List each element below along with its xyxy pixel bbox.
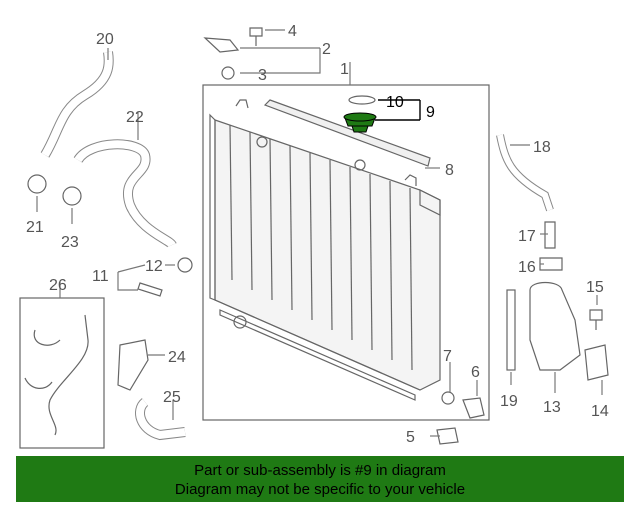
callout-21: 21 xyxy=(26,219,44,236)
callout-2: 2 xyxy=(322,41,331,58)
part-15-bolt xyxy=(589,309,603,330)
callout-26: 26 xyxy=(49,277,67,294)
callout-20: 20 xyxy=(96,31,114,48)
part-2-bracket xyxy=(203,37,240,53)
callout-8: 8 xyxy=(445,162,454,179)
banner-line-1: Part or sub-assembly is #9 in diagram xyxy=(194,462,446,479)
radiator-drawing xyxy=(209,99,441,401)
part-13-reservoir xyxy=(529,281,581,371)
callout-7: 7 xyxy=(443,348,452,365)
part-3-nut xyxy=(221,66,235,80)
part-8-shroud-strip xyxy=(263,99,431,167)
part-17-fitting xyxy=(544,221,556,249)
part-14-bracket xyxy=(584,344,609,381)
callout-19: 19 xyxy=(500,393,518,410)
part-5-plug xyxy=(436,427,459,445)
callout-15: 15 xyxy=(586,279,604,296)
part-9-leaders xyxy=(375,99,421,121)
callout-6: 6 xyxy=(471,364,480,381)
callout-25: 25 xyxy=(163,389,181,406)
callout-9: 9 xyxy=(426,104,435,121)
callout-24: 24 xyxy=(168,349,186,366)
part-11-sensor xyxy=(137,282,163,297)
part-23-clamp xyxy=(62,186,82,206)
part-info-banner: Part or sub-assembly is #9 in diagram Di… xyxy=(16,456,624,502)
callout-13: 13 xyxy=(543,399,561,416)
callout-23: 23 xyxy=(61,234,79,251)
callout-3: 3 xyxy=(258,67,267,84)
part-7-washer xyxy=(441,391,455,405)
part-6-drain xyxy=(462,397,485,419)
leader-lines xyxy=(36,29,603,437)
callout-10: 10 xyxy=(386,94,404,111)
part-12-oring xyxy=(177,257,193,273)
callout-22: 22 xyxy=(126,109,144,126)
radiator-group-frame xyxy=(202,84,490,421)
part-16-cap xyxy=(539,257,563,271)
callout-labels: 1 2 3 4 5 6 7 8 9 10 11 12 13 14 15 16 1… xyxy=(26,23,609,446)
callout-14: 14 xyxy=(591,403,609,420)
callout-5: 5 xyxy=(406,429,415,446)
part-10-oring xyxy=(348,95,376,105)
part-26-box xyxy=(19,297,105,449)
callout-17: 17 xyxy=(518,228,536,245)
parts-diagram: 1 2 3 4 5 6 7 8 9 10 11 12 13 14 15 16 1… xyxy=(19,23,609,449)
callout-12: 12 xyxy=(145,258,163,275)
part-21-clamp xyxy=(27,174,47,194)
callout-4: 4 xyxy=(288,23,297,40)
part-19-tube xyxy=(506,289,516,371)
part-24-fitting xyxy=(117,339,149,391)
banner-line-2: Diagram may not be specific to your vehi… xyxy=(174,481,466,498)
callout-16: 16 xyxy=(518,259,536,276)
callout-1: 1 xyxy=(340,61,349,78)
callout-18: 18 xyxy=(533,139,551,156)
callout-11: 11 xyxy=(92,268,109,285)
part-4-bolt xyxy=(249,27,263,46)
part-9-radiator-cap xyxy=(343,112,377,133)
